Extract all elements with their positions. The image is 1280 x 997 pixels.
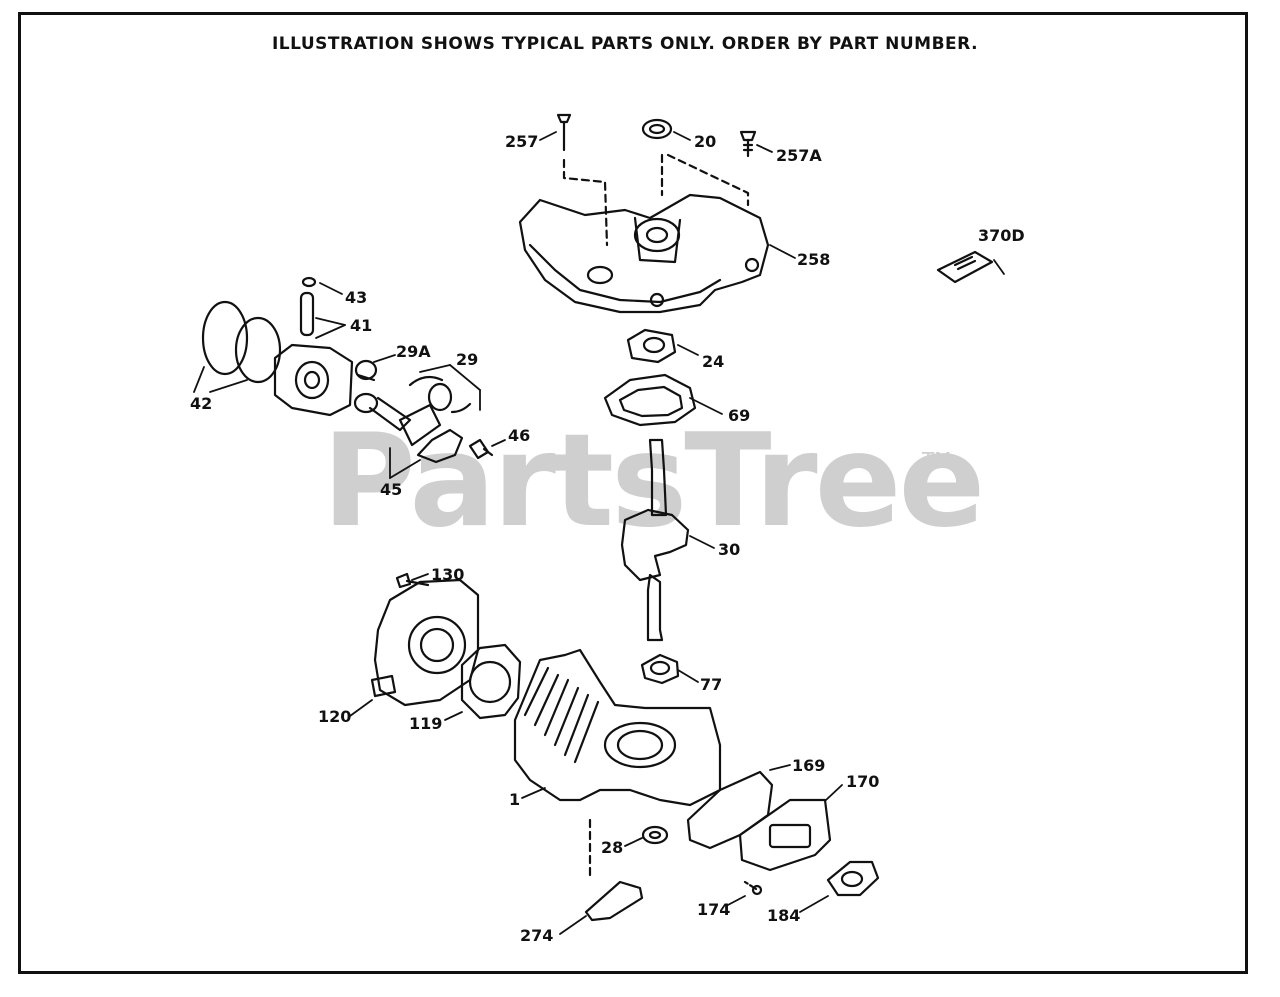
part-170-muffler (738, 798, 832, 872)
part-174-screw (743, 880, 763, 896)
part-piston (273, 343, 354, 417)
part-69-gasket (603, 373, 697, 427)
part-24-bearing (626, 328, 677, 364)
part-28-seal (641, 825, 669, 845)
part-label-20: 20 (694, 132, 717, 151)
part-label-29: 29 (456, 350, 479, 369)
part-label-169: 169 (792, 756, 826, 775)
part-label-41: 41 (350, 316, 373, 335)
part-label-130: 130 (431, 565, 465, 584)
part-label-69: 69 (728, 406, 751, 425)
part-1-cylinder (513, 648, 722, 807)
part-label-370D: 370D (978, 226, 1025, 245)
part-label-24: 24 (702, 352, 725, 371)
part-label-120: 120 (318, 707, 352, 726)
part-label-43: 43 (345, 288, 368, 307)
part-29A-bushing (354, 359, 378, 382)
part-41-pin (299, 291, 315, 337)
part-119-gasket (460, 643, 522, 720)
leader-lines (193, 131, 1005, 935)
diagram-header: ILLUSTRATION SHOWS TYPICAL PARTS ONLY. O… (271, 34, 979, 54)
part-184-gasket (826, 860, 880, 897)
part-label-258: 258 (797, 250, 831, 269)
part-label-42: 42 (190, 394, 213, 413)
diagram-frame (18, 12, 1248, 974)
part-label-257A: 257A (776, 146, 822, 165)
part-label-46: 46 (508, 426, 531, 445)
part-29-bearing (408, 375, 472, 414)
part-label-1: 1 (509, 790, 521, 809)
part-45-connecting-rod (353, 392, 464, 464)
watermark-trademark: TM (922, 448, 952, 472)
part-43-clip (301, 276, 317, 288)
part-42-rings (201, 300, 282, 384)
part-label-77: 77 (700, 675, 723, 694)
part-label-184: 184 (767, 906, 801, 925)
part-label-170: 170 (846, 772, 880, 791)
part-label-174: 174 (697, 900, 731, 919)
part-20-seal (641, 118, 750, 207)
part-258-crankcase-cover (518, 193, 770, 314)
part-label-29A: 29A (396, 342, 431, 361)
part-label-274: 274 (520, 926, 554, 945)
part-274-gasket (584, 818, 644, 922)
part-label-28: 28 (601, 838, 624, 857)
part-120-head-cover (370, 578, 480, 707)
part-label-45: 45 (380, 480, 403, 499)
part-370D-decal (936, 250, 994, 284)
part-label-257: 257 (505, 132, 539, 151)
part-77-bearing (640, 653, 680, 685)
part-label-30: 30 (718, 540, 741, 559)
part-label-119: 119 (409, 714, 443, 733)
part-169-gasket (686, 770, 774, 850)
part-257-screw (556, 113, 609, 247)
part-46-screw (468, 438, 494, 460)
part-30-crankshaft (620, 438, 690, 642)
part-257A-screw (739, 130, 757, 158)
